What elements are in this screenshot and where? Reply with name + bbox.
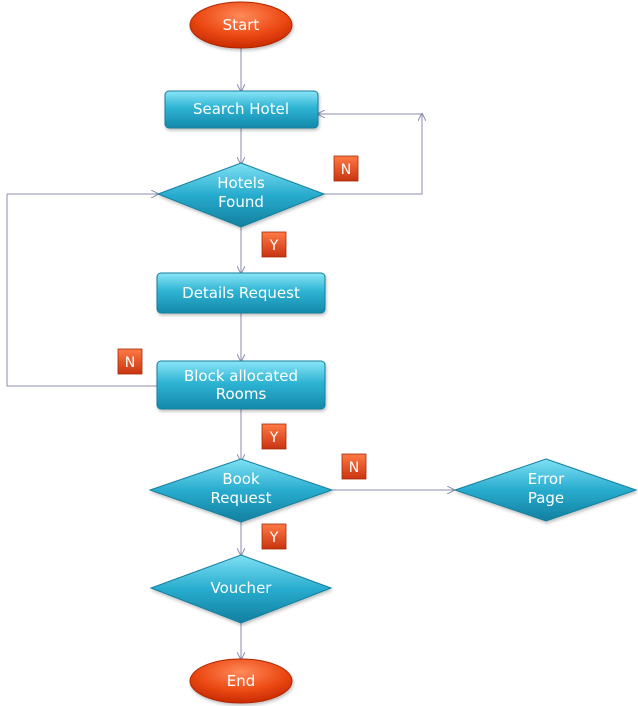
hotels-found-label-line2: Found — [218, 193, 264, 211]
voucher-label: Voucher — [211, 579, 273, 597]
badge-book-no: N — [341, 453, 367, 480]
edge-hotels-found-no-loop — [323, 114, 422, 195]
edge-block-no-loop — [6, 194, 157, 387]
start-label: Start — [223, 16, 260, 34]
details-request-label: Details Request — [182, 284, 300, 302]
block-rooms-label-line1: Block allocated — [184, 367, 298, 385]
end-label: End — [227, 672, 256, 690]
connectors — [6, 48, 454, 659]
badge-hotels-yes: Y — [261, 231, 287, 258]
block-rooms-node: Block allocated Rooms — [156, 360, 326, 410]
search-hotel-node: Search Hotel — [164, 90, 319, 129]
book-request-label-line2: Request — [211, 489, 272, 507]
search-hotel-label: Search Hotel — [193, 100, 289, 118]
error-page-label-line1: Error — [528, 470, 565, 488]
end-node: End — [189, 658, 293, 704]
badge-book-no-label: N — [349, 460, 359, 476]
badge-block-yes-label: Y — [269, 430, 279, 446]
error-page-label-line2: Page — [528, 489, 564, 507]
book-request-node: Book Request — [148, 458, 334, 523]
badge-book-yes: Y — [261, 523, 287, 550]
start-node: Start — [189, 1, 293, 49]
hotels-found-node: Hotels Found — [156, 162, 326, 228]
book-request-label-line1: Book — [222, 470, 260, 488]
badge-block-no: N — [117, 348, 143, 375]
voucher-node: Voucher — [149, 554, 333, 624]
details-request-node: Details Request — [156, 272, 326, 314]
badge-hotels-yes-label: Y — [269, 238, 279, 254]
badge-block-no-label: N — [125, 355, 135, 371]
block-rooms-label-line2: Rooms — [216, 385, 267, 403]
hotels-found-label-line1: Hotels — [217, 174, 265, 192]
badge-book-yes-label: Y — [269, 530, 279, 546]
badge-hotels-no: N — [333, 155, 359, 182]
badge-block-yes: Y — [261, 423, 287, 450]
error-page-node: Error Page — [453, 458, 638, 522]
badge-hotels-no-label: N — [341, 162, 351, 178]
